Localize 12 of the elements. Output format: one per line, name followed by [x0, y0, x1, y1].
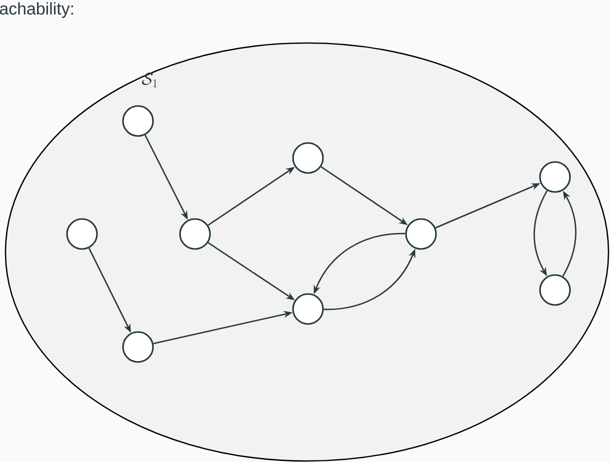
state-circle — [122, 105, 154, 137]
state-circle — [405, 218, 437, 250]
set-label: $\mathcal{S}_1$ — [142, 72, 157, 88]
state-circle — [292, 142, 324, 174]
state-circle — [539, 161, 571, 193]
state-circle — [66, 218, 98, 250]
state-circle — [179, 218, 211, 250]
state-circle — [292, 293, 324, 325]
heading-text: achability: — [0, 2, 73, 18]
state-circle — [122, 331, 154, 363]
state-circle — [539, 274, 571, 306]
set-ellipse — [4, 42, 610, 462]
